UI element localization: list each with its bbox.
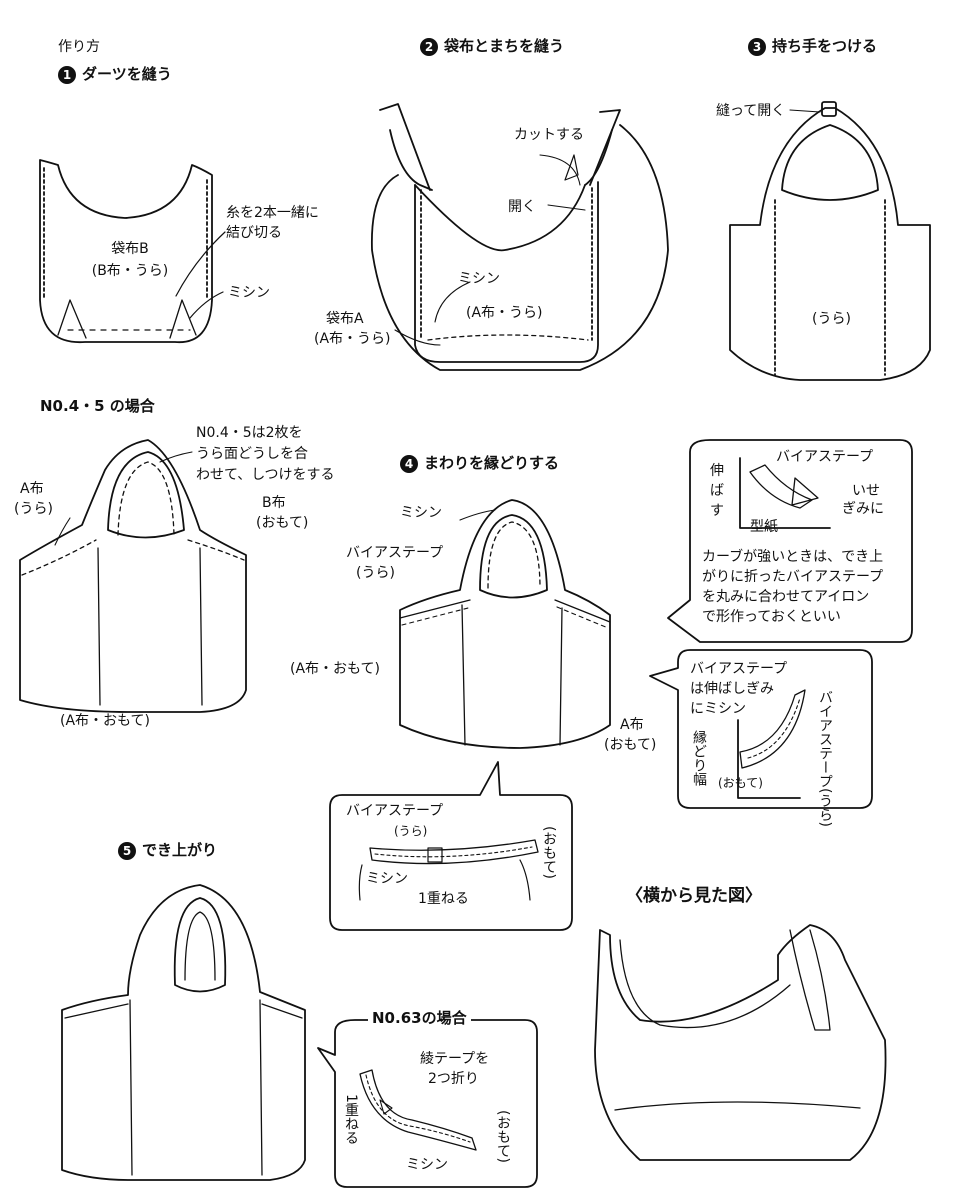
- s4-bias-line1: バイアステープ: [346, 545, 444, 561]
- b4-title: N0.63の場合: [368, 1008, 471, 1028]
- step-2-number: 2: [420, 37, 438, 56]
- s3-sew-open: 縫って開く: [716, 103, 786, 119]
- b1-stretch-1: 伸: [710, 463, 724, 479]
- bubble-bias-join: [329, 761, 573, 931]
- b2-width: 縁どり幅: [691, 730, 707, 786]
- finished-bag: [61, 884, 306, 1181]
- side-view-bag: [594, 924, 887, 1161]
- step-4-number: 4: [400, 454, 418, 473]
- s4-a-line2: (おもて): [604, 737, 657, 753]
- s4-front: (A布・おもて): [290, 661, 380, 677]
- s4-a-line1: A布: [620, 717, 644, 733]
- side-view-title: 〈横から見た図〉: [626, 886, 762, 906]
- c45-note-line2: うら面どうしを合: [196, 446, 308, 462]
- b4-fold-1: 綾テープを: [420, 1051, 490, 1067]
- bubble-curve-tip: [667, 439, 913, 643]
- s1-thread-line2: 結び切る: [226, 225, 282, 241]
- b1-pattern: 型紙: [750, 519, 778, 535]
- case45-bag: [19, 439, 247, 713]
- b2-note-3: にミシン: [690, 701, 746, 717]
- b3-overlap: 1重ねる: [418, 891, 469, 907]
- step-5-number: 5: [118, 841, 136, 860]
- s3-inner: (うら): [812, 311, 851, 327]
- b4-machine: ミシン: [406, 1157, 448, 1173]
- c45-note-line3: わせて、しつけをする: [196, 467, 335, 483]
- b1-note-1: カーブが強いときは、でき上: [702, 549, 884, 565]
- b3-machine: ミシン: [366, 871, 408, 887]
- bubble-no63: [317, 1019, 538, 1188]
- c45-note-line1: N0.4・5は2枚を: [196, 425, 303, 441]
- s2-cut: カットする: [514, 127, 584, 143]
- c45-b-line2: (おもて): [256, 515, 309, 531]
- bubble-stitch-tip: [649, 649, 873, 809]
- b1-ease-2: ぎみに: [842, 501, 884, 517]
- b1-note-3: を丸みに合わせてアイロン: [702, 589, 870, 605]
- step1-bag-piece: [39, 159, 226, 343]
- b3-front: (おもて): [541, 826, 557, 879]
- s2-machine: ミシン: [458, 271, 500, 287]
- page-heading: 作り方: [58, 39, 100, 55]
- b1-note-4: で形作っておくといい: [702, 609, 841, 625]
- b1-bias: バイアステープ: [776, 449, 874, 465]
- step-1-number: 1: [58, 65, 76, 84]
- s1-fabricB-line2: (B布・うら): [91, 263, 169, 279]
- s1-fabricB-line1: 袋布B: [111, 241, 149, 257]
- step-3-number: 3: [748, 37, 766, 56]
- s4-machine: ミシン: [400, 505, 442, 521]
- step4-bag: [399, 499, 611, 749]
- b4-fold-2: 2つ折り: [428, 1071, 479, 1087]
- c45-a-line1: A布: [20, 481, 44, 497]
- step2-bag: [371, 103, 669, 371]
- b1-stretch-3: す: [710, 503, 724, 519]
- b4-overlap: 1重ねる: [343, 1094, 359, 1145]
- s1-machine: ミシン: [228, 285, 270, 301]
- s2-fabricA-line1: 袋布A: [326, 311, 364, 327]
- b1-note-2: がりに折ったバイアステープ: [702, 569, 884, 585]
- s2-fabricA-line2: (A布・うら): [314, 331, 391, 347]
- c45-front: (A布・おもて): [60, 713, 150, 729]
- c45-a-line2: (うら): [14, 501, 53, 517]
- b2-note-2: は伸ばしぎみ: [690, 681, 774, 697]
- s2-open: 開く: [508, 199, 536, 215]
- step3-bag: [729, 101, 931, 381]
- b4-front: (おもて): [495, 1110, 511, 1163]
- b2-bias-vertical: バイアステープ(うら): [817, 690, 833, 827]
- s2-inner: (A布・うら): [466, 305, 543, 321]
- case45-title: N0.4・5 の場合: [40, 397, 155, 415]
- b1-ease-1: いせ: [852, 483, 880, 499]
- b1-stretch-2: ば: [710, 483, 724, 499]
- b2-front: (おもて): [718, 776, 763, 790]
- c45-b-line1: B布: [262, 495, 286, 511]
- s1-thread-line1: 糸を2本一緒に: [226, 205, 319, 221]
- b2-note-1: バイアステープ: [690, 661, 788, 677]
- s4-bias-line2: (うら): [356, 565, 395, 581]
- b3-bias-line2: (うら): [394, 824, 428, 838]
- b3-bias-line1: バイアステープ: [346, 803, 444, 819]
